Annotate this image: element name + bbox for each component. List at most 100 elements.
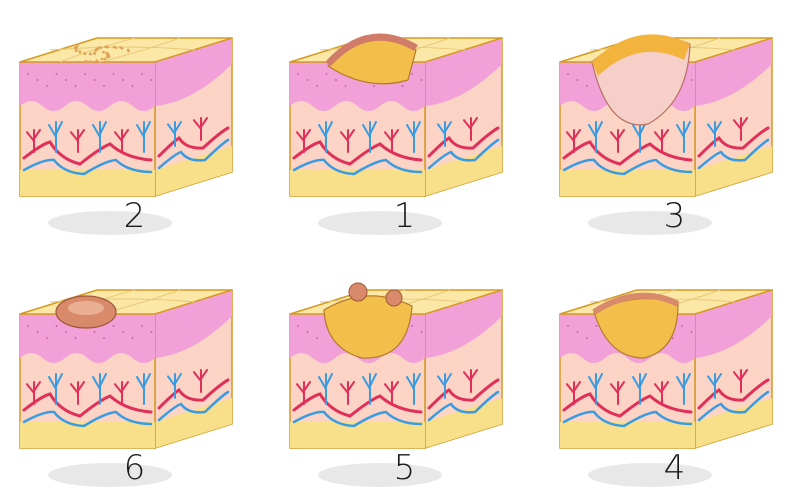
- epidermis-dot: [316, 85, 318, 87]
- skin-block-2: [289, 33, 503, 198]
- capillary: [707, 121, 722, 147]
- capillary: [566, 381, 581, 405]
- panel-number-4: 6: [123, 448, 147, 488]
- epidermis-dot: [373, 85, 375, 87]
- macule-dot: [75, 45, 79, 49]
- capillary: [676, 121, 691, 153]
- label-shadow: [588, 211, 712, 235]
- skin-block-5: [289, 282, 503, 450]
- shadow-ellipse: [48, 463, 172, 487]
- shadow-ellipse: [588, 463, 712, 487]
- plaque-bump: [385, 289, 403, 307]
- epidermis-dot: [27, 325, 29, 327]
- macule-dot: [75, 48, 78, 52]
- label-shadow: [318, 463, 442, 487]
- epidermis-dot: [112, 73, 115, 75]
- epidermis-dot: [595, 325, 598, 327]
- capillary: [588, 121, 603, 153]
- label-shadow: [48, 211, 172, 235]
- nodule-highlight: [68, 301, 104, 315]
- macule-dot: [106, 54, 109, 57]
- capillary: [136, 121, 151, 153]
- epidermis-dot: [411, 73, 413, 75]
- papule-surface: [325, 33, 418, 67]
- epidermis-dot: [344, 85, 347, 87]
- side-epidermis: [155, 38, 232, 106]
- epidermis-dot: [297, 73, 299, 75]
- panel-number-5: 5: [393, 448, 417, 488]
- capillary: [362, 121, 377, 153]
- macule-dot: [99, 46, 103, 49]
- epidermis-dot: [681, 325, 683, 327]
- capillary: [463, 117, 478, 141]
- side-epidermis: [695, 290, 772, 358]
- epidermis-dot: [576, 79, 579, 81]
- macule-dot: [92, 52, 96, 55]
- epidermis-dot: [122, 331, 124, 333]
- capillary: [437, 373, 452, 399]
- epidermis-dot: [586, 85, 588, 87]
- epidermis-dot: [335, 79, 337, 81]
- capillary: [48, 373, 63, 405]
- macule-dot: [114, 46, 118, 49]
- side-vein: [697, 390, 770, 422]
- capillary: [167, 121, 182, 147]
- capillary: [318, 121, 333, 153]
- epidermis-dot: [316, 337, 318, 339]
- epidermis-dot: [103, 337, 105, 339]
- macule-dot: [103, 57, 107, 61]
- vein: [22, 410, 153, 428]
- epidermis-dot: [306, 79, 309, 81]
- capillary: [406, 373, 421, 405]
- side-artery: [157, 126, 230, 158]
- capillary: [318, 373, 333, 405]
- epidermis-dot: [690, 79, 693, 81]
- label-shadow: [588, 463, 712, 487]
- epidermis-dot: [74, 337, 77, 339]
- side-fat-layer: [155, 146, 232, 196]
- epidermis-dot: [74, 85, 77, 87]
- epidermis-dot: [576, 331, 579, 333]
- epidermis-dot: [150, 331, 153, 333]
- vein: [292, 158, 423, 176]
- skin-block-1: [19, 36, 233, 198]
- epidermis-dot: [27, 73, 29, 75]
- epidermis-dot: [65, 79, 67, 81]
- macule-dot: [76, 43, 80, 46]
- epidermis-dot: [36, 331, 39, 333]
- skin-block-4: [19, 288, 233, 450]
- side-fat-layer: [695, 146, 772, 196]
- epidermis-dot: [65, 331, 67, 333]
- epidermis-dot: [93, 79, 96, 81]
- epidermis-dot: [84, 73, 86, 75]
- macule-dot: [104, 45, 107, 48]
- capillary: [588, 373, 603, 405]
- vein: [562, 410, 693, 428]
- capillary: [437, 121, 452, 147]
- capillary: [384, 381, 399, 405]
- side-vein: [157, 138, 230, 170]
- capillary: [114, 381, 129, 405]
- front-epidermis-wave: [20, 62, 155, 107]
- capillary: [406, 121, 421, 153]
- cyst-body: [593, 297, 679, 359]
- capillary: [136, 373, 151, 405]
- macule-dot: [88, 60, 92, 63]
- front-fat-layer: [290, 170, 425, 196]
- front-epidermis-wave: [20, 314, 155, 359]
- macule-dot: [106, 45, 110, 49]
- macule-dot: [95, 59, 99, 62]
- capillary: [70, 129, 85, 153]
- side-artery: [697, 378, 770, 410]
- capillary: [167, 373, 182, 399]
- epidermis-dot: [420, 79, 423, 81]
- capillary: [676, 373, 691, 405]
- label-shadow: [318, 211, 442, 235]
- capillary: [92, 121, 107, 153]
- side-vein: [157, 390, 230, 422]
- epidermis-dot: [690, 331, 693, 333]
- shadow-ellipse: [318, 463, 442, 487]
- macule-dot: [94, 49, 98, 52]
- capillary: [296, 381, 311, 405]
